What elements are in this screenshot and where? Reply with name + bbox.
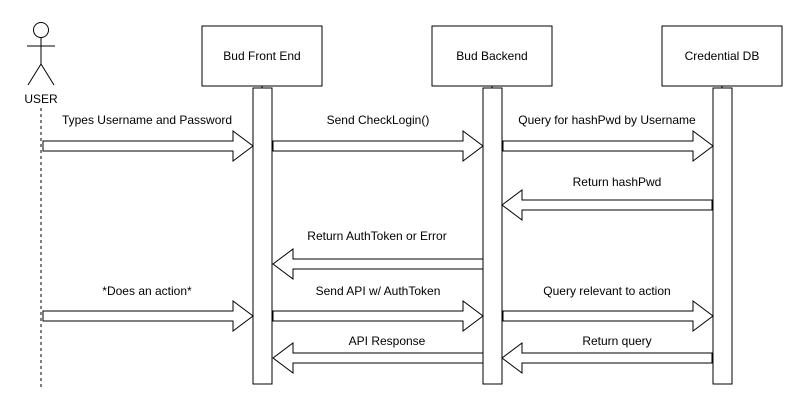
- participant-box: [431, 25, 553, 87]
- message-m2: Send CheckLogin(): [272, 113, 484, 162]
- message-label: Send CheckLogin(): [327, 113, 430, 127]
- message-m3: Query for hashPwd by Username: [502, 113, 714, 162]
- message-label: Return query: [582, 334, 651, 348]
- participant-label: Bud Backend: [456, 49, 527, 63]
- message-label: Query relevant to action: [543, 284, 670, 298]
- message-m5: Return AuthToken or Error: [272, 229, 484, 280]
- message-m10: Return query: [501, 334, 713, 374]
- message-arrow: [272, 300, 484, 332]
- message-label: Query for hashPwd by Username: [518, 113, 696, 127]
- message-arrow: [501, 342, 713, 374]
- message-m4: Return hashPwd: [501, 175, 713, 221]
- activation-bar: [712, 87, 733, 385]
- actor-name: USER: [24, 92, 58, 106]
- actor-head: [33, 22, 49, 38]
- user-actor: [27, 22, 55, 86]
- message-m9: API Response: [272, 334, 484, 374]
- participant-label: Bud Front End: [223, 49, 300, 63]
- message-arrow: [502, 130, 714, 162]
- message-arrow: [501, 189, 713, 221]
- message-arrow: [502, 300, 714, 332]
- message-arrow: [272, 130, 484, 162]
- participant-label: Credential DB: [685, 49, 760, 63]
- actor-right-leg: [40, 63, 55, 86]
- participant-box: [201, 25, 323, 87]
- activation-bar: [252, 87, 273, 385]
- message-label: *Does an action*: [102, 284, 192, 298]
- message-m6: *Does an action*: [42, 284, 254, 332]
- message-label: Return AuthToken or Error: [307, 229, 446, 243]
- participant-frontend: Bud Front End: [201, 25, 323, 385]
- message-m1: Types Username and Password: [42, 113, 254, 162]
- message-m8: Query relevant to action: [502, 284, 714, 332]
- message-label: Return hashPwd: [573, 175, 662, 189]
- message-arrow: [272, 342, 484, 374]
- message-label: Types Username and Password: [62, 113, 232, 127]
- message-arrow: [272, 248, 484, 280]
- message-label: Send API w/ AuthToken: [316, 284, 441, 298]
- message-arrow: [42, 130, 254, 162]
- participant-backend: Bud Backend: [431, 25, 553, 385]
- actor-left-leg: [27, 63, 42, 86]
- message-m7: Send API w/ AuthToken: [272, 284, 484, 332]
- activation-bar: [482, 87, 503, 385]
- message-label: API Response: [349, 334, 426, 348]
- participant-db: Credential DB: [661, 25, 783, 385]
- message-arrow: [42, 300, 254, 332]
